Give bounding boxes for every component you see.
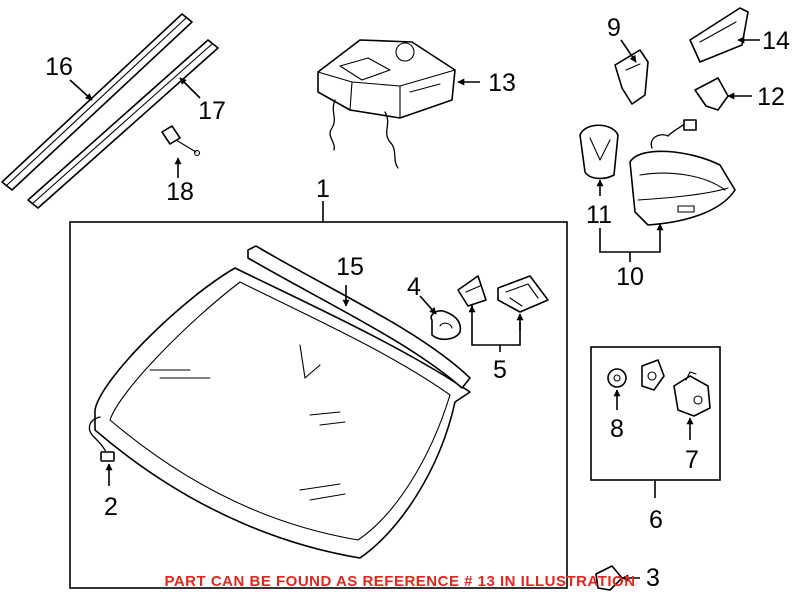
trim-cover-14[interactable] [689,7,749,63]
callout-5: 5 [493,356,507,384]
washer-part[interactable] [607,368,627,388]
sensor-bracket-small[interactable] [457,275,487,307]
rain-sensor-part[interactable] [673,371,711,417]
windshield-glass[interactable] [94,267,471,559]
callout-18: 18 [166,178,194,206]
arrow-17 [179,77,201,99]
leader-5 [471,305,521,346]
callout-2: 2 [104,493,118,521]
reference-note: PART CAN BE FOUND AS REFERENCE # 13 IN I… [164,573,635,590]
callout-9: 9 [607,14,621,42]
callout-11: 11 [586,201,612,229]
callout-12: 12 [757,83,785,111]
callout-14: 14 [762,27,790,55]
mirror-cover-9[interactable] [614,49,649,105]
callout-17: 17 [198,97,226,125]
callout-1: 1 [316,175,330,203]
callout-4: 4 [407,273,421,301]
trim-clip-12[interactable] [694,77,729,111]
part-3[interactable] [595,565,623,591]
mirror-cover-11[interactable] [579,124,619,180]
callout-15: 15 [336,253,364,281]
arrow-9 [620,39,637,63]
arrow-16 [69,79,93,101]
mirror-bracket-4[interactable] [430,310,462,341]
clip-18[interactable] [161,125,201,157]
clip-part[interactable] [641,359,665,391]
callout-3: 3 [646,564,660,592]
callout-16: 16 [45,53,73,81]
leader-10 [599,228,661,253]
callout-7: 7 [685,446,699,474]
windshield-group-box [69,221,568,589]
molding-16[interactable] [1,13,193,191]
callout-10: 10 [616,263,644,291]
callout-13: 13 [488,69,516,97]
callout-8: 8 [610,415,624,443]
rearview-mirror[interactable] [629,119,736,226]
sensor-module-13[interactable] [317,39,456,169]
callout-6: 6 [649,506,663,534]
molding-17[interactable] [27,39,219,209]
arrow-4 [419,295,437,315]
sensor-connector[interactable] [88,416,115,462]
upper-molding[interactable] [247,245,471,389]
sensor-bracket-large[interactable] [497,275,549,313]
